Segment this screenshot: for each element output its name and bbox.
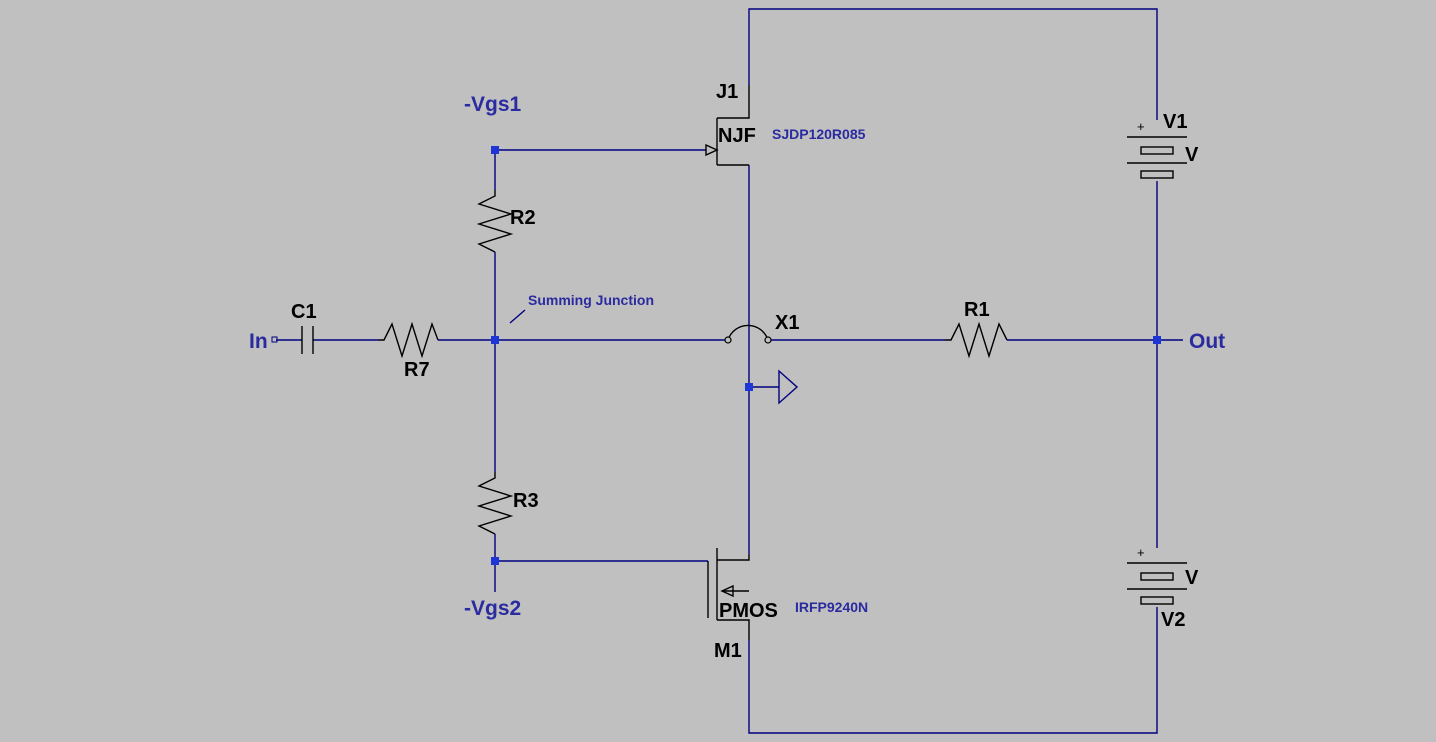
pmos-source	[717, 619, 750, 640]
v1-plate-4	[1140, 170, 1174, 179]
battery-v2[interactable]: + V V2	[1127, 545, 1199, 631]
r2-ref-label: R2	[510, 207, 536, 229]
wire-top-loop[interactable]	[748, 8, 1158, 120]
resistor-r1[interactable]: R1	[945, 299, 1008, 359]
x1-pin-left	[724, 336, 732, 344]
resistor-r2[interactable]: R2	[476, 190, 536, 253]
r7-zigzag	[378, 321, 439, 359]
junction-dot-vgs1	[491, 146, 499, 154]
v2-plate-4	[1140, 596, 1174, 605]
v2-plate-2	[1140, 572, 1174, 581]
j1-type-label: NJF	[718, 125, 756, 147]
junctions	[491, 146, 1161, 565]
junction-dot-vgs2	[491, 557, 499, 565]
wire-bottom-loop[interactable]	[748, 607, 1158, 734]
junction-dot-out	[1153, 336, 1161, 344]
summing-junction-comment: Summing Junction	[528, 292, 654, 308]
pmos-arrow-icon	[720, 584, 734, 598]
resistor-r7[interactable]: R7	[378, 321, 439, 381]
ground-icon	[778, 369, 799, 405]
comment-pointer	[509, 309, 526, 324]
junction-dot-ground	[745, 383, 753, 391]
capacitor-c1[interactable]: C1	[291, 301, 317, 354]
m1-type-label: PMOS	[719, 600, 778, 622]
v1-plate-2	[1140, 146, 1174, 155]
net-label-vgs2[interactable]: -Vgs2	[464, 597, 521, 620]
j1-model-label: SJDP120R085	[772, 126, 866, 142]
pmos-drain	[717, 555, 750, 561]
m1-model-label: IRFP9240N	[795, 599, 868, 615]
net-label-out[interactable]: Out	[1189, 330, 1225, 353]
junction-dot-summing	[491, 336, 499, 344]
r1-ref-label: R1	[964, 299, 990, 321]
r1-zigzag	[945, 321, 1008, 359]
v1-value-label: V	[1185, 144, 1199, 166]
x1-ref-label: X1	[775, 312, 799, 334]
net-label-vgs1[interactable]: -Vgs1	[464, 93, 522, 116]
r3-zigzag	[476, 472, 514, 535]
battery-v1[interactable]: + V1 V	[1127, 111, 1199, 179]
ground-symbol[interactable]	[778, 369, 799, 405]
v2-value-label: V	[1185, 567, 1199, 589]
net-label-in[interactable]: In	[249, 330, 268, 353]
jfet-drain	[717, 85, 750, 119]
resistor-r3[interactable]: R3	[476, 472, 539, 535]
m1-ref-label: M1	[714, 640, 742, 662]
j1-ref-label: J1	[716, 81, 738, 103]
pmos-m1[interactable]: PMOS IRFP9240N M1	[707, 548, 868, 662]
wires	[276, 8, 1183, 734]
v1-ref-label: V1	[1163, 111, 1187, 133]
r3-ref-label: R3	[513, 490, 539, 512]
in-port-icon	[271, 336, 278, 343]
v2-plus-sign: +	[1137, 545, 1145, 560]
v2-ref-label: V2	[1161, 609, 1185, 631]
r7-ref-label: R7	[404, 359, 430, 381]
x1-pin-right	[764, 336, 772, 344]
c1-ref-label: C1	[291, 301, 317, 323]
jfet-j1[interactable]: J1 NJF SJDP120R085	[705, 81, 866, 166]
net-labels: -Vgs1 -Vgs2 In Out Summing Junction	[249, 93, 1225, 620]
jfet-gate-arrow-icon	[705, 143, 719, 157]
x1-hop-arc	[727, 324, 769, 341]
v1-plus-sign: +	[1137, 119, 1145, 134]
crossover-x1[interactable]: X1	[724, 312, 799, 344]
r2-zigzag	[476, 190, 514, 253]
